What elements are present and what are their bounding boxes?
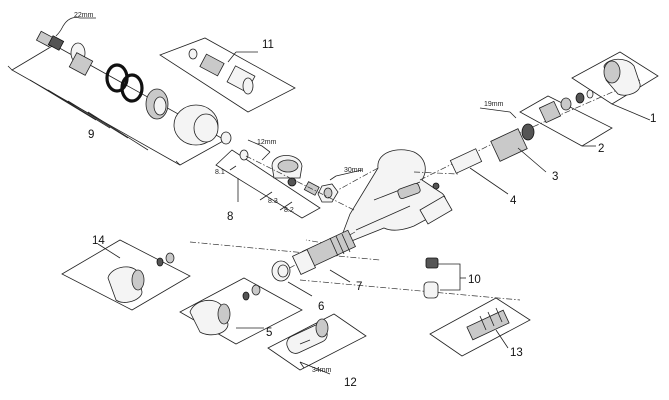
label-9: 9 [88, 129, 94, 141]
label-4: 4 [510, 195, 517, 207]
label-1: 1 [650, 113, 656, 125]
wrench-30mm-icon: 30mm [329, 167, 364, 181]
seal-rings [105, 63, 144, 103]
group-1-panel [571, 51, 659, 121]
connector-fitting [35, 30, 65, 51]
group-11-panel [159, 37, 296, 113]
wrench-size-34mm: 34mm [312, 367, 332, 374]
handle-5 [189, 299, 231, 336]
elbow-fitting [271, 155, 303, 179]
group-2-panel [519, 89, 613, 147]
leader-4 [469, 167, 509, 195]
flow-cartridge [449, 123, 535, 174]
label-8-2: 8.2 [284, 207, 294, 214]
leader-6 [287, 281, 313, 297]
label-2: 2 [598, 143, 604, 155]
wrench-size-19mm: 19mm [484, 101, 504, 108]
group-14-panel [61, 239, 191, 311]
label-10: 10 [468, 274, 481, 286]
leader-7 [329, 269, 351, 283]
label-3: 3 [552, 171, 558, 183]
s-union [68, 42, 94, 76]
aerator-group [423, 257, 466, 299]
label-11: 11 [262, 39, 274, 51]
nipple [303, 181, 320, 196]
stop-ring [271, 260, 291, 282]
small-seal [287, 177, 297, 187]
label-12: 12 [344, 377, 357, 389]
wrench-size-22mm: 22mm [74, 12, 94, 19]
label-8: 8 [227, 211, 233, 223]
escutcheon [173, 104, 219, 146]
wrench-19mm-icon: 19mm [479, 101, 517, 119]
knob-12 [286, 318, 329, 354]
allen-key-12mm-icon: 12mm [247, 139, 277, 161]
leader-3 [517, 147, 547, 173]
label-8-3: 8.3 [268, 198, 278, 205]
nut [145, 88, 169, 120]
thermo-cartridge [291, 229, 356, 275]
hex-nut-30mm [317, 183, 339, 203]
label-14: 14 [92, 235, 105, 247]
small-washer [239, 149, 249, 161]
group-8-panel [215, 149, 321, 219]
group-5-panel [179, 277, 303, 345]
cartridge-13 [466, 307, 510, 341]
handle-cap-1 [603, 58, 641, 96]
small-ring [220, 131, 232, 145]
group-9-panel [7, 40, 226, 166]
label-5: 5 [266, 327, 272, 339]
label-7: 7 [356, 281, 362, 293]
group-12-panel: 34mm [267, 313, 367, 375]
mixer-body [342, 149, 453, 242]
label-13: 13 [510, 347, 523, 359]
wrench-size-12mm: 12mm [257, 139, 277, 146]
group-13-panel [429, 297, 531, 357]
wrench-22mm-icon: 22mm [55, 12, 96, 37]
wrench-size-30mm: 30mm [344, 167, 364, 174]
label-6: 6 [318, 301, 324, 313]
handle-14 [107, 266, 145, 303]
label-8-1: 8.1 [215, 169, 225, 176]
